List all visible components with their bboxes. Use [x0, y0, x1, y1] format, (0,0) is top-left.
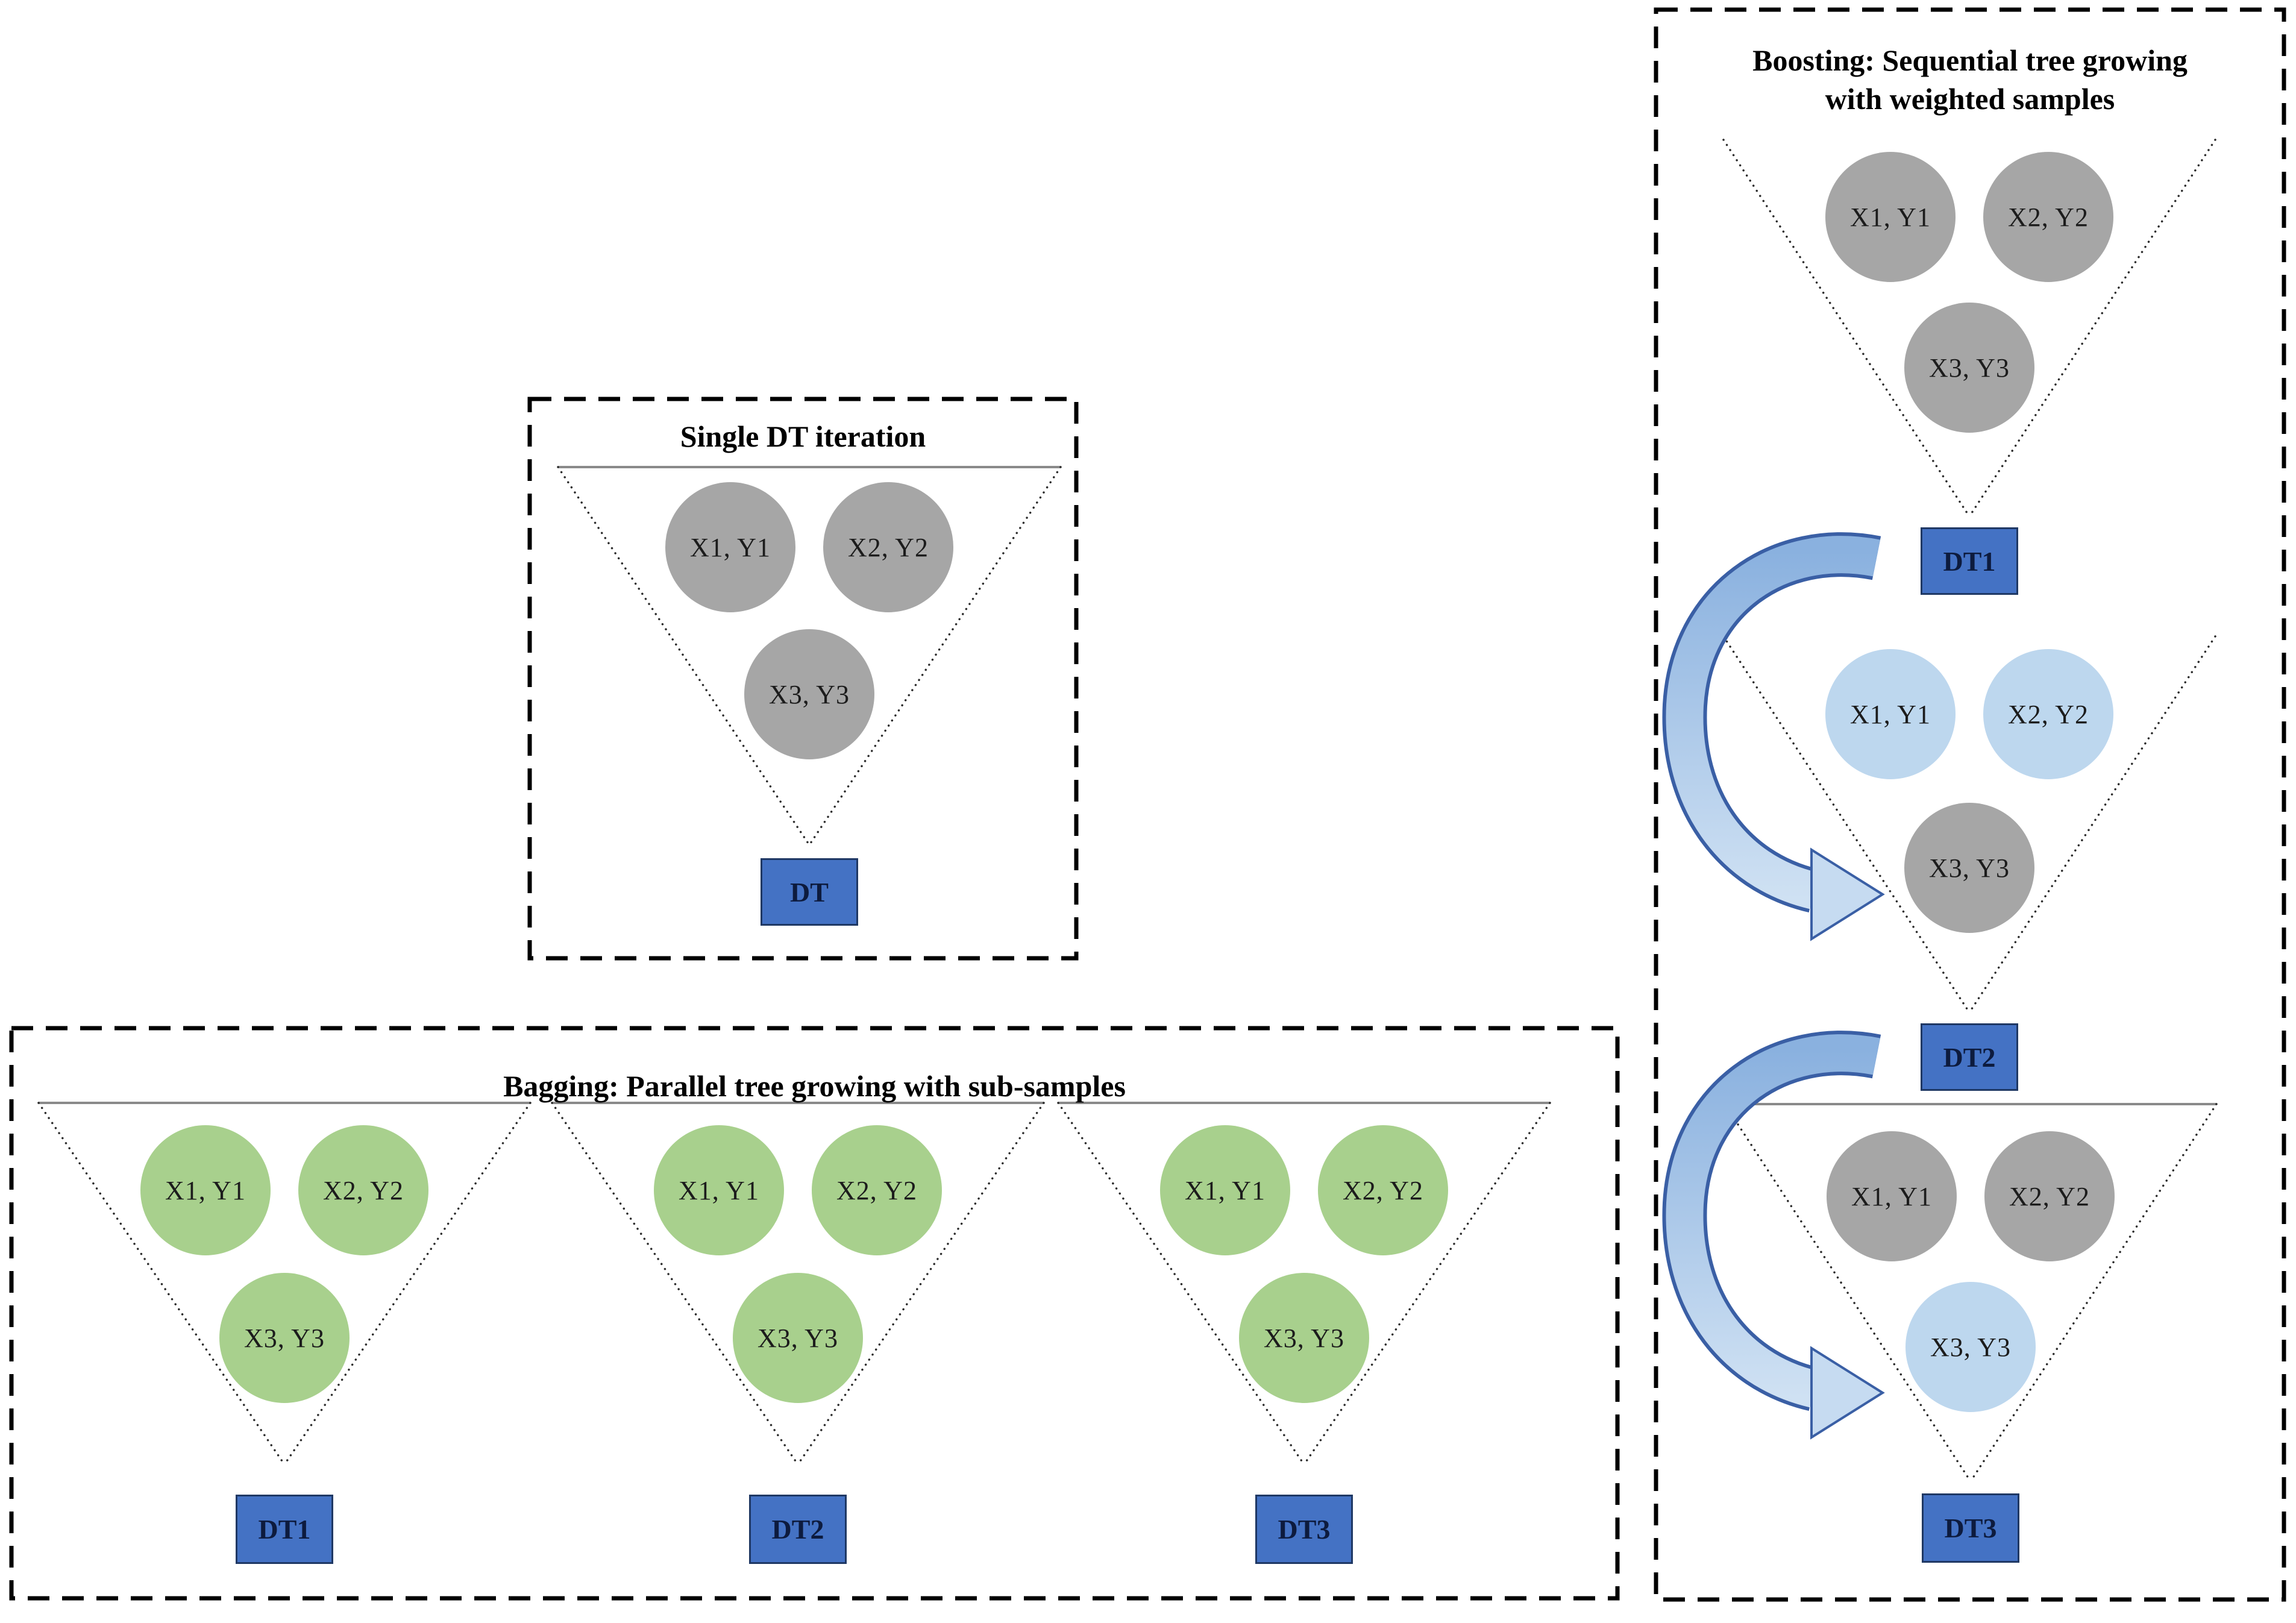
sample-circle-x3y3: X3, Y3	[733, 1273, 863, 1403]
curved-arrow-1-body	[1666, 536, 1880, 909]
sample-label: X3, Y3	[244, 1323, 325, 1353]
sample-label: X3, Y3	[769, 679, 850, 709]
boosting-panel-border	[1654, 7, 2286, 1602]
boosting-title-line1: Boosting: Sequential tree growing	[1752, 43, 2188, 77]
sample-label: X2, Y2	[2008, 699, 2089, 729]
sample-label: X1, Y1	[690, 532, 771, 562]
sample-circle-x3y3: X3, Y3	[744, 629, 874, 759]
sample-label: X2, Y2	[848, 532, 929, 562]
curved-arrow-2-body	[1666, 1034, 1880, 1408]
sample-circle-x3y3: X3, Y3	[1239, 1273, 1369, 1403]
sample-circle-x1y1: X1, Y1	[654, 1125, 784, 1255]
dt-box: DT	[761, 858, 858, 926]
sample-circle-x2y2: X2, Y2	[1318, 1125, 1448, 1255]
sample-circle-x2y2: X2, Y2	[1983, 152, 2113, 282]
sample-circle-x1y1: X1, Y1	[1825, 152, 1956, 282]
sample-circle-x2y2: X2, Y2	[298, 1125, 428, 1255]
dt2-box: DT2	[749, 1495, 847, 1564]
sample-label: X2, Y2	[2008, 202, 2089, 232]
curved-arrow-dt1-to-samples2	[1662, 532, 1885, 941]
sample-label: X1, Y1	[1850, 202, 1931, 232]
sample-label: X2, Y2	[323, 1175, 404, 1205]
curved-arrow-2-arrowhead	[1810, 1346, 1885, 1440]
sample-circle-x1y1: X1, Y1	[1160, 1125, 1290, 1255]
sample-circle-x2y2: X2, Y2	[812, 1125, 942, 1255]
bagging-panel-border	[9, 1026, 1620, 1601]
funnel-outline-bagging-3	[1057, 1102, 1551, 1466]
bagging-panel-title: Bagging: Parallel tree growing with sub-…	[503, 1069, 1126, 1103]
single-dt-panel-title: Single DT iteration	[680, 419, 926, 453]
curved-arrow-dt2-to-samples3	[1662, 1031, 1885, 1440]
sample-circle-x2y2: X2, Y2	[1984, 1131, 2115, 1261]
sample-circle-x3y3: X3, Y3	[1904, 303, 2034, 433]
sample-label: X1, Y1	[679, 1175, 759, 1205]
sample-circle-x1y1: X1, Y1	[140, 1125, 271, 1255]
sample-label: X2, Y2	[1343, 1175, 1423, 1205]
sample-circle-x1y1: X1, Y1	[665, 482, 795, 612]
funnel-outline-bagging-1	[37, 1102, 532, 1466]
funnel-outline-boosting-3	[1724, 1103, 2218, 1483]
dt1-box: DT1	[236, 1495, 333, 1564]
sample-circle-x2y2: X2, Y2	[1983, 649, 2113, 779]
sample-label: X1, Y1	[1850, 699, 1931, 729]
boosting-panel-title: Boosting: Sequential tree growing with w…	[1656, 41, 2284, 118]
sample-label: X3, Y3	[1264, 1323, 1344, 1353]
sample-label: X2, Y2	[2009, 1181, 2090, 1211]
sample-label: X3, Y3	[1930, 1332, 2011, 1362]
sample-circle-x3y3: X3, Y3	[219, 1273, 350, 1403]
sample-circle-x3y3: X3, Y3	[1905, 1282, 2036, 1412]
sample-label: X2, Y2	[836, 1175, 917, 1205]
sample-label: X3, Y3	[1929, 353, 2010, 383]
funnel-outline-single	[557, 466, 1062, 846]
funnel-outline-boosting-2	[1722, 635, 2216, 1014]
sample-circle-x3y3: X3, Y3	[1904, 803, 2034, 933]
dt2-box: DT2	[1921, 1023, 2018, 1091]
boosting-title-line2: with weighted samples	[1825, 82, 2115, 116]
sample-label: X1, Y1	[1185, 1175, 1266, 1205]
dt1-box: DT1	[1921, 527, 2018, 595]
single-dt-panel-border	[527, 397, 1079, 961]
sample-circle-x2y2: X2, Y2	[823, 482, 953, 612]
dt3-box: DT3	[1255, 1495, 1353, 1564]
sample-circle-x1y1: X1, Y1	[1827, 1131, 1957, 1261]
sample-label: X3, Y3	[757, 1323, 838, 1353]
sample-label: X1, Y1	[1851, 1181, 1932, 1211]
dt3-box: DT3	[1922, 1493, 2019, 1563]
curved-arrow-1-arrowhead	[1810, 847, 1885, 941]
sample-label: X3, Y3	[1929, 853, 2010, 883]
funnel-outline-boosting-1	[1722, 139, 2216, 518]
funnel-outline-bagging-2	[551, 1102, 1045, 1466]
sample-circle-x1y1: X1, Y1	[1825, 649, 1956, 779]
sample-label: X1, Y1	[165, 1175, 246, 1205]
